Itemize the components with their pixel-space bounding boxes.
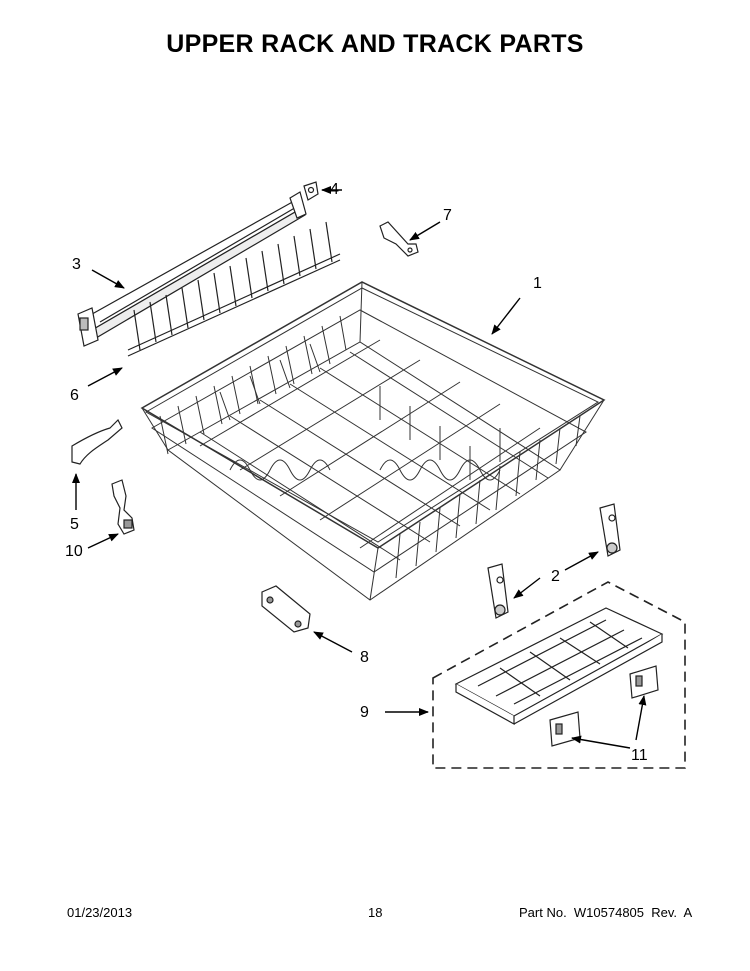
cup-shelf-tray	[454, 607, 664, 726]
rack-adjuster-spring	[111, 479, 135, 535]
footer-date: 01/23/2013	[67, 905, 133, 920]
callout-6: 6	[70, 387, 79, 404]
kit-box	[432, 581, 686, 769]
footer-part-number: Part No. W10574805 Rev. A	[519, 905, 693, 920]
footer-page-number: 18	[368, 905, 383, 920]
upper-track-rail	[77, 191, 307, 347]
callout-7: 7	[443, 207, 452, 224]
leader-arrows	[72, 186, 647, 749]
tine-row	[127, 221, 341, 357]
callout-1: 1	[533, 275, 542, 292]
callout-5: 5	[70, 516, 79, 533]
upper-rack-basket	[140, 281, 606, 601]
rack-adjuster-arm	[71, 418, 123, 465]
rack-stop	[261, 585, 311, 633]
callout-11: 11	[631, 747, 648, 764]
callout-2: 2	[551, 568, 560, 585]
callout-9: 9	[360, 704, 369, 721]
callout-10: 10	[65, 543, 83, 560]
rack-clip	[379, 221, 419, 257]
rack-wheel-assembly	[487, 503, 621, 619]
callout-3: 3	[72, 256, 81, 273]
track-end-cap	[303, 181, 319, 201]
callout-8: 8	[360, 649, 369, 666]
callout-4: 4	[330, 181, 339, 198]
page-title: UPPER RACK AND TRACK PARTS	[166, 30, 584, 58]
